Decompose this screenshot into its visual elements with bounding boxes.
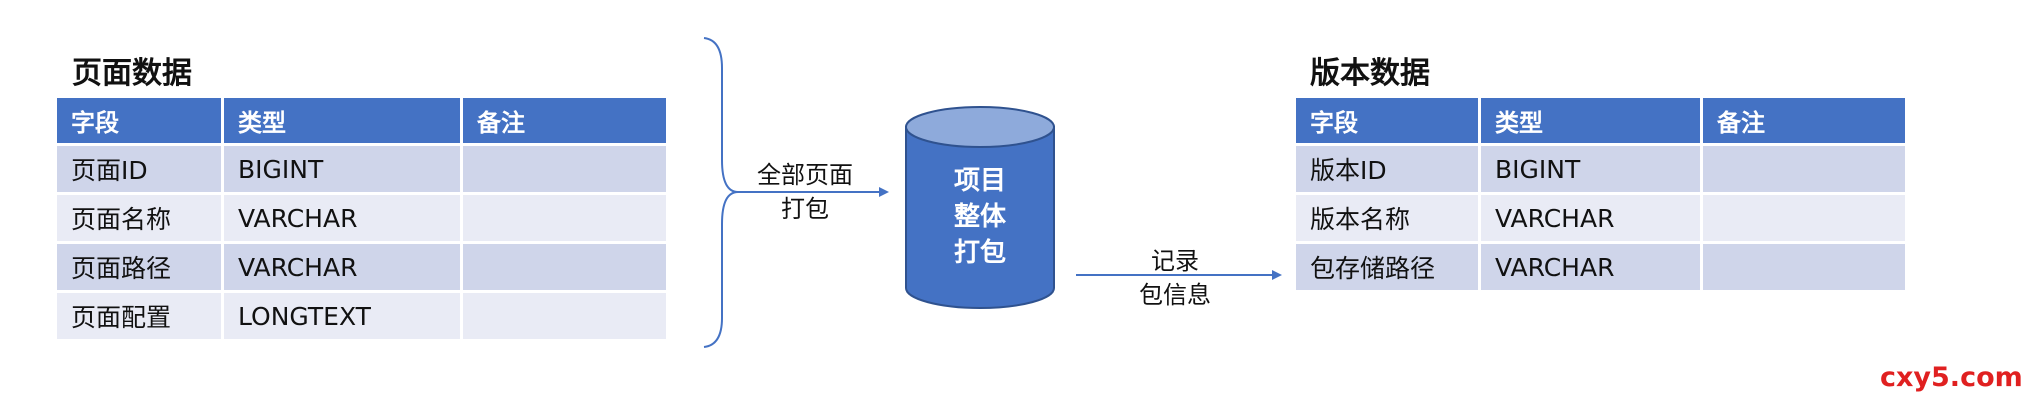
header-type: 类型: [1481, 98, 1700, 143]
pack-arrow-label: 全部页面 打包: [740, 158, 870, 226]
curly-brace: [703, 37, 739, 348]
header-field: 字段: [57, 98, 221, 143]
cell-field: 页面名称: [57, 195, 221, 241]
cell-field: 版本ID: [1296, 146, 1478, 192]
header-field: 字段: [1296, 98, 1478, 143]
cell-note: [1703, 146, 1905, 192]
cylinder-label: 项目 整体 打包: [906, 163, 1054, 271]
cell-note: [1703, 244, 1905, 290]
left-table-title: 页面数据: [72, 56, 192, 91]
cell-field: 版本名称: [1296, 195, 1478, 241]
cylinder-label-line1: 项目: [953, 166, 1006, 196]
cell-note: [463, 293, 666, 339]
page-data-table: 字段 类型 备注 页面ID BIGINT 页面名称 VARCHAR 页面路径 V…: [54, 95, 669, 342]
header-note: 备注: [463, 98, 666, 143]
record-label-line1: 记录: [1151, 247, 1199, 275]
cell-note: [463, 146, 666, 192]
pack-label-line2: 打包: [781, 195, 829, 223]
watermark: cxy5.com: [1880, 362, 2023, 393]
table-row: 页面名称 VARCHAR: [57, 195, 666, 241]
header-note: 备注: [1703, 98, 1905, 143]
table-header-row: 字段 类型 备注: [1296, 98, 1905, 143]
cell-type: BIGINT: [224, 146, 460, 192]
cylinder-label-line3: 打包: [953, 238, 1006, 268]
cell-type: VARCHAR: [1481, 195, 1700, 241]
record-label-line2: 包信息: [1139, 281, 1211, 309]
cylinder-label-line2: 整体: [953, 202, 1006, 232]
cell-note: [463, 244, 666, 290]
version-data-table: 字段 类型 备注 版本ID BIGINT 版本名称 VARCHAR 包存储路径 …: [1293, 95, 1908, 293]
cell-field: 页面ID: [57, 146, 221, 192]
cell-field: 页面配置: [57, 293, 221, 339]
cell-type: VARCHAR: [224, 244, 460, 290]
table-row: 页面路径 VARCHAR: [57, 244, 666, 290]
cell-type: VARCHAR: [224, 195, 460, 241]
record-arrow-label: 记录 包信息: [1110, 244, 1240, 312]
table-row: 包存储路径 VARCHAR: [1296, 244, 1905, 290]
table-row: 页面配置 LONGTEXT: [57, 293, 666, 339]
cell-type: VARCHAR: [1481, 244, 1700, 290]
table-row: 版本ID BIGINT: [1296, 146, 1905, 192]
table-header-row: 字段 类型 备注: [57, 98, 666, 143]
database-cylinder: [905, 106, 1055, 309]
cell-field: 页面路径: [57, 244, 221, 290]
header-type: 类型: [224, 98, 460, 143]
table-row: 版本名称 VARCHAR: [1296, 195, 1905, 241]
cell-type: BIGINT: [1481, 146, 1700, 192]
cell-type: LONGTEXT: [224, 293, 460, 339]
pack-label-line1: 全部页面: [757, 161, 853, 189]
table-row: 页面ID BIGINT: [57, 146, 666, 192]
cell-note: [463, 195, 666, 241]
cell-note: [1703, 195, 1905, 241]
cell-field: 包存储路径: [1296, 244, 1478, 290]
right-table-title: 版本数据: [1310, 56, 1430, 91]
